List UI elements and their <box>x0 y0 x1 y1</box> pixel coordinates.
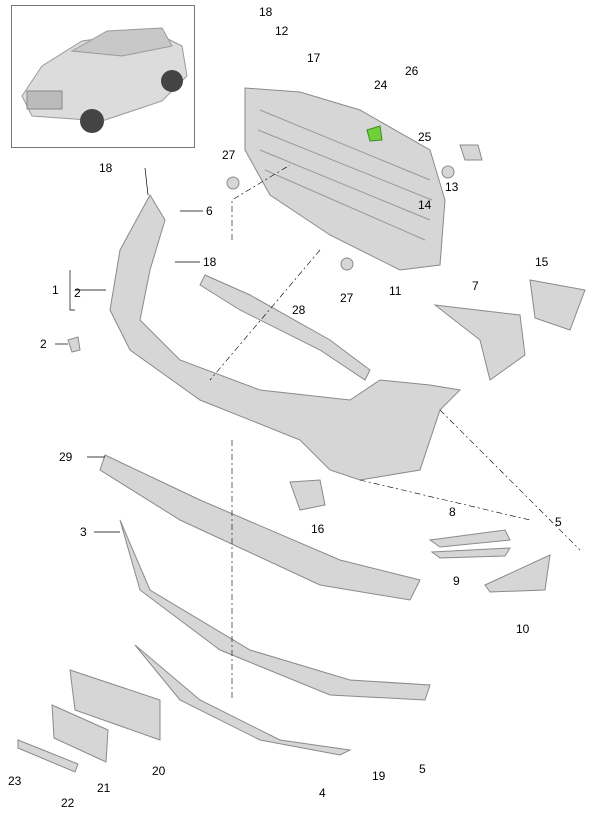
small-bracket-part <box>17 739 79 773</box>
callout-29: 29 <box>59 450 73 464</box>
callout-24: 24 <box>374 78 388 92</box>
callout-10: 10 <box>516 622 530 636</box>
callout-9: 9 <box>453 574 460 588</box>
callout-23: 23 <box>8 774 22 788</box>
car-icon <box>21 27 188 133</box>
callout-27: 27 <box>340 291 354 305</box>
callout-18: 18 <box>203 255 217 269</box>
cover-9 <box>430 547 511 559</box>
callout-3: 3 <box>80 525 87 539</box>
bumper-cover-part <box>109 193 462 481</box>
spoiler-part <box>119 519 431 701</box>
callout-14: 14 <box>418 198 432 212</box>
underbody-part <box>134 644 352 756</box>
callout-5: 5 <box>419 762 426 776</box>
callout-18: 18 <box>99 161 113 175</box>
callout-15: 15 <box>535 255 549 269</box>
side-bracket-part <box>433 304 526 381</box>
callout-17: 17 <box>307 51 321 65</box>
callout-20: 20 <box>152 764 166 778</box>
vehicle-thumbnail <box>11 5 195 148</box>
cover-8 <box>428 529 511 548</box>
callout-21: 21 <box>97 781 111 795</box>
callout-13: 13 <box>445 180 459 194</box>
callout-5: 5 <box>555 515 562 529</box>
callout-6: 6 <box>206 204 213 218</box>
callout-28: 28 <box>292 303 306 317</box>
callout-26: 26 <box>405 64 419 78</box>
callout-4: 4 <box>319 786 326 800</box>
callout-27: 27 <box>222 148 236 162</box>
plate-holder-part <box>69 669 161 741</box>
callout-22: 22 <box>61 796 75 810</box>
trim-strip-part <box>199 274 371 381</box>
support-part <box>99 454 421 601</box>
grille-part <box>244 87 446 271</box>
cover-10 <box>484 554 551 593</box>
sensor-13 <box>459 144 483 161</box>
callout-7: 7 <box>472 279 479 293</box>
side-cover-part <box>529 279 586 331</box>
callout-8: 8 <box>449 505 456 519</box>
callout-16: 16 <box>311 522 325 536</box>
callout-18: 18 <box>259 5 273 19</box>
callout-25: 25 <box>418 130 432 144</box>
highlighted-part-25 <box>366 125 383 142</box>
plate-bracket-part <box>51 704 109 763</box>
fog-surround-part <box>289 479 326 511</box>
callout-2: 2 <box>40 337 47 351</box>
callout-19: 19 <box>372 769 386 783</box>
callout-2: 2 <box>74 286 81 300</box>
callout-12: 12 <box>275 24 289 38</box>
callout-1: 1 <box>52 283 59 297</box>
callout-11: 11 <box>389 284 402 298</box>
